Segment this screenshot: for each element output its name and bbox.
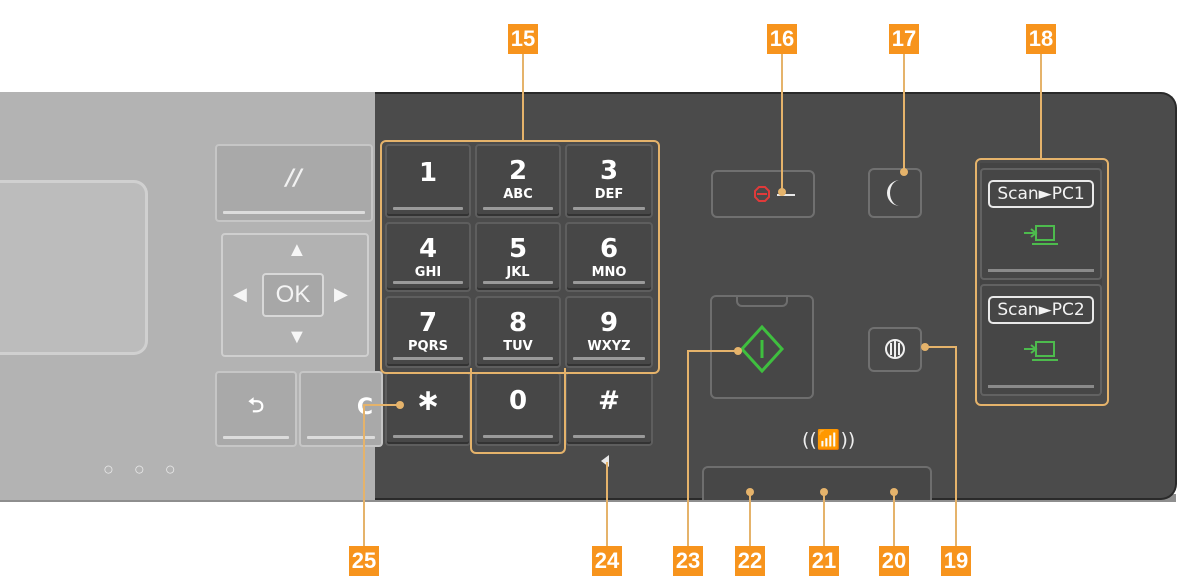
key-hash[interactable]: # (565, 372, 653, 446)
callout-24: 24 (592, 546, 622, 576)
key-3[interactable]: 3 DEF (565, 144, 653, 218)
start-icon (739, 324, 785, 374)
back-key[interactable]: ⮌ (215, 371, 297, 447)
callout-22: 22 (735, 546, 765, 576)
stop-icon (754, 186, 795, 202)
scan-to-pc-icon (1024, 341, 1058, 361)
eco-button[interactable] (868, 327, 922, 372)
scan-outline (975, 158, 1109, 406)
start-button-notch (736, 295, 788, 307)
key-1[interactable]: 1 (385, 144, 471, 218)
moon-icon (887, 180, 900, 206)
callout-15: 15 (508, 24, 538, 54)
key-2[interactable]: 2 ABC (475, 144, 561, 218)
clear-key[interactable]: C (299, 371, 383, 447)
scan-pc2-label: Scan►PC2 (988, 296, 1094, 324)
stop-button[interactable] (711, 170, 815, 218)
callout-25: 25 (349, 546, 379, 576)
indicator-dots: ○○○ (103, 459, 196, 479)
up-arrow-key[interactable]: ▲ (287, 239, 307, 261)
eco-icon (885, 339, 905, 359)
indicator-bar (702, 466, 932, 500)
scan-to-pc-icon (1024, 225, 1058, 245)
ok-key[interactable]: OK (262, 273, 324, 317)
key-0[interactable]: 0 (475, 372, 561, 446)
callout-20: 20 (879, 546, 909, 576)
back-icon: ⮌ (247, 393, 265, 417)
callout-18: 18 (1026, 24, 1056, 54)
key-6[interactable]: 6 MNO (565, 222, 653, 292)
energy-saver-button[interactable] (868, 168, 922, 218)
key-8[interactable]: 8 TUV (475, 296, 561, 368)
display-screen (0, 180, 148, 355)
key-9[interactable]: 9 WXYZ (565, 296, 653, 368)
callout-23: 23 (673, 546, 703, 576)
wifi-icon: ((📶)) (802, 429, 856, 451)
start-button[interactable] (710, 295, 814, 399)
reset-icon: // (285, 166, 303, 191)
callout-17: 17 (889, 24, 919, 54)
clear-label: C (301, 373, 381, 419)
scan-pc1-label: Scan►PC1 (988, 180, 1094, 208)
keypad-zero-outline (470, 368, 566, 454)
key-star[interactable]: ∗ (385, 372, 471, 446)
callout-19: 19 (941, 546, 971, 576)
reset-key[interactable]: // (215, 144, 373, 222)
tone-indicator (601, 455, 609, 467)
key-4[interactable]: 4 GHI (385, 222, 471, 292)
callout-21: 21 (809, 546, 839, 576)
right-arrow-key[interactable]: ▶ (334, 284, 348, 304)
key-5[interactable]: 5 JKL (475, 222, 561, 292)
callout-16: 16 (767, 24, 797, 54)
scan-pc1-button[interactable]: Scan►PC1 (980, 168, 1102, 280)
left-arrow-key[interactable]: ◀ (233, 284, 247, 304)
scan-pc2-button[interactable]: Scan►PC2 (980, 284, 1102, 396)
keypad-outline (380, 140, 660, 374)
key-7[interactable]: 7 PQRS (385, 296, 471, 368)
down-arrow-key[interactable]: ▼ (287, 326, 307, 348)
